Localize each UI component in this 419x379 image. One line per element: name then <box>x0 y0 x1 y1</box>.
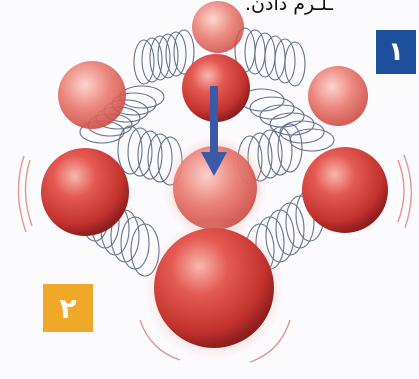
panel-number-2: ۲ <box>59 292 76 325</box>
sphere-front <box>154 228 274 348</box>
caption-fragment: ـلـرم دادن. <box>245 0 333 15</box>
sphere-right-back <box>308 66 368 126</box>
sphere-top-back <box>192 1 244 53</box>
panel-number-badge-1: ۱ <box>376 30 416 74</box>
sphere-left <box>41 148 129 236</box>
sphere-left-back <box>58 61 126 129</box>
panel-number-1: ۱ <box>388 37 404 67</box>
sphere-right <box>302 147 388 233</box>
panel-number-badge-2: ۲ <box>43 284 93 332</box>
